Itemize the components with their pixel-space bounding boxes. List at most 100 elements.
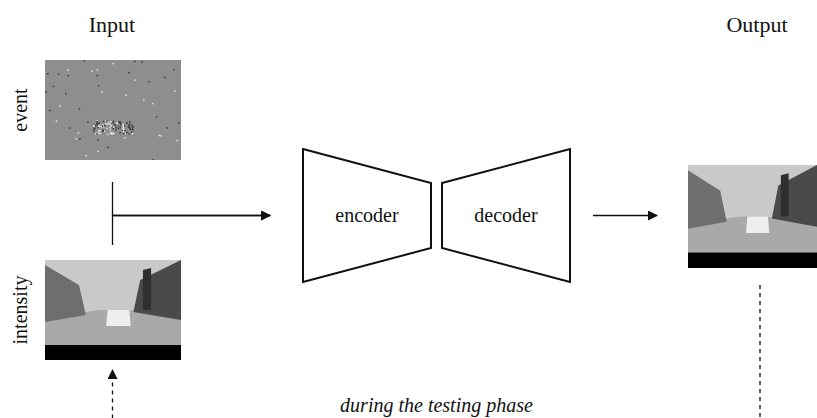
scene-building — [143, 268, 151, 310]
event-pixel — [166, 127, 168, 128]
event-pixel — [105, 123, 107, 125]
event-pixel — [102, 124, 104, 126]
scene-building — [133, 260, 181, 320]
event-pixel — [98, 122, 100, 124]
event-pixel — [174, 90, 176, 92]
event-pixel — [96, 122, 98, 124]
scene-sky — [45, 260, 181, 345]
node-shape — [688, 165, 817, 268]
side-label: event — [9, 88, 32, 131]
column-heading: Input — [89, 12, 135, 38]
event-pixel — [115, 125, 117, 127]
event-pixel — [111, 132, 113, 134]
event-pixel — [68, 75, 70, 77]
feedback-connector — [113, 285, 761, 418]
event-pixel — [119, 132, 121, 134]
event-pixel — [131, 129, 133, 131]
event-pixel — [129, 128, 131, 130]
event-pixel — [95, 125, 97, 127]
event-pixel — [125, 130, 127, 132]
event-pixel — [102, 130, 104, 132]
event-pixel — [59, 105, 61, 107]
event-pixel — [123, 133, 125, 135]
event-frame: event — [45, 60, 181, 160]
event-pixel — [113, 121, 115, 123]
node-shape — [45, 60, 181, 160]
event-pixel — [93, 131, 95, 133]
event-pixel — [99, 125, 101, 127]
event-pixel — [113, 133, 115, 135]
event-pixel — [132, 133, 134, 135]
event-pixel — [103, 121, 105, 123]
event-pixel — [128, 133, 130, 135]
event-pixel — [123, 131, 125, 133]
node-shape — [45, 260, 181, 360]
event-pixel — [102, 126, 104, 128]
event-pixel — [56, 120, 58, 122]
event-pixel — [98, 133, 100, 135]
event-pixel — [108, 147, 110, 149]
event-pixel — [126, 122, 128, 124]
event-pixel — [109, 124, 111, 126]
event-pixel — [117, 126, 119, 128]
event-pixel — [96, 120, 98, 122]
event-pixel — [96, 121, 98, 123]
event-pixel — [143, 100, 145, 102]
event-pixel — [128, 127, 130, 129]
event-pixel — [116, 123, 118, 125]
event-pixel — [126, 122, 128, 124]
event-pixel — [99, 133, 101, 135]
event-pixel — [134, 79, 136, 81]
intensity-frame: intensity — [45, 260, 181, 360]
scene-car — [746, 217, 769, 233]
event-pixel — [119, 127, 121, 129]
event-pixel — [98, 125, 100, 127]
side-label: intensity — [9, 276, 32, 345]
event-pixel — [123, 126, 125, 128]
event-pixel — [109, 123, 111, 125]
event-pixel — [124, 125, 126, 127]
block-label: decoder — [474, 204, 537, 227]
event-pixel — [122, 129, 124, 131]
event-pixel — [126, 132, 128, 134]
event-pixel — [78, 132, 80, 134]
event-pixel — [164, 77, 166, 79]
flow-connector — [113, 182, 271, 216]
event-pixel — [102, 125, 104, 127]
event-pixel — [117, 125, 119, 127]
event-pixel — [104, 125, 106, 127]
event-pixel — [79, 138, 81, 140]
event-pixel — [131, 127, 133, 128]
event-pixel — [176, 140, 178, 142]
column-heading: Output — [726, 12, 787, 38]
event-pixel — [120, 124, 122, 126]
event-pixel — [96, 133, 98, 135]
event-pixel — [134, 61, 136, 63]
scene-band — [688, 253, 817, 268]
event-pixel — [107, 134, 109, 136]
event-pixel — [98, 130, 100, 132]
event-pixel — [111, 125, 113, 127]
scene-band — [45, 345, 181, 360]
event-pixel — [49, 110, 51, 112]
event-pixel — [104, 131, 106, 133]
event-pixel — [120, 122, 122, 124]
event-pixel — [101, 91, 103, 93]
output-frame — [688, 165, 817, 268]
flow-connector — [113, 216, 271, 246]
event-pixel — [65, 93, 67, 95]
event-pixel — [124, 133, 126, 135]
decoder-block: decoder — [441, 148, 571, 283]
event-pixel — [87, 122, 89, 124]
event-pixel — [152, 159, 154, 160]
event-pixel — [79, 108, 81, 110]
event-pixel — [98, 85, 100, 87]
event-pixel — [69, 127, 71, 128]
event-pixel — [96, 75, 98, 77]
block-label: encoder — [335, 204, 398, 227]
event-pixel — [102, 130, 104, 132]
event-pixel — [86, 155, 88, 157]
event-pixel — [47, 73, 49, 75]
event-pixel — [112, 122, 114, 124]
